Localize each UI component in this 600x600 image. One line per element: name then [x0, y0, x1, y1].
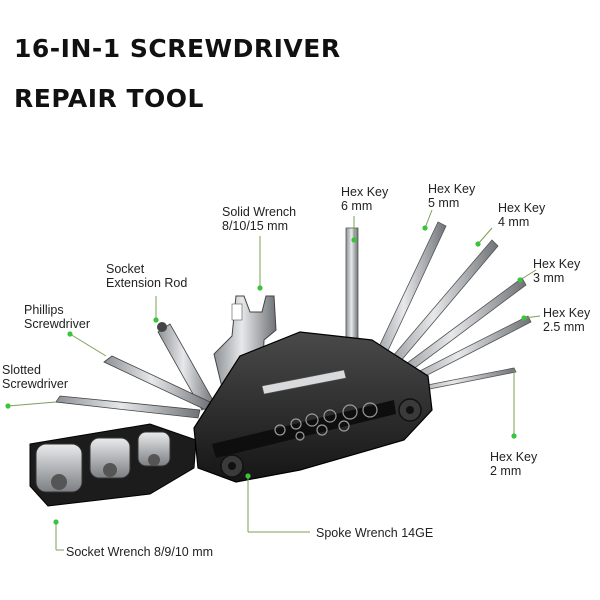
callout-hex-6-line-2: 6 mm: [341, 199, 373, 213]
callout-hex-6: Hex Key 6 mm: [341, 185, 388, 213]
callout-slotted-line-2: Screwdriver: [2, 377, 68, 391]
dot-solid-wrench: [257, 285, 263, 291]
dot-hex-5: [422, 225, 428, 231]
callout-phillips-line-1: Phillips: [24, 303, 64, 317]
dot-phillips: [67, 331, 73, 337]
callout-solid-wrench: Solid Wrench 8/10/15 mm: [222, 205, 296, 233]
title-line-2: REPAIR TOOL: [14, 84, 204, 113]
dot-slotted: [5, 403, 11, 409]
callout-hex-3-line-2: 3 mm: [533, 271, 565, 285]
callout-hex-25-line-1: Hex Key: [543, 306, 591, 320]
callout-hex-4: Hex Key 4 mm: [498, 201, 545, 229]
callout-slotted: Slotted Screwdriver: [2, 363, 68, 391]
callout-hex-2-line-1: Hex Key: [490, 450, 538, 464]
callout-hex-4-line-1: Hex Key: [498, 201, 546, 215]
dot-hex-3: [517, 277, 523, 283]
callout-spoke-wrench: Spoke Wrench 14GE: [316, 526, 433, 540]
leader-hex-3: [519, 269, 537, 281]
callout-socket-ext-line-2: Extension Rod: [106, 276, 188, 290]
leader-slotted: [7, 401, 57, 407]
callout-phillips: Phillips Screwdriver: [24, 303, 90, 331]
callout-solid-wrench-line-2: 8/10/15 mm: [222, 219, 289, 233]
callout-hex-3-line-1: Hex Key: [533, 257, 581, 271]
callout-hex-2-line-2: 2 mm: [490, 464, 522, 478]
socket-9mm: [89, 437, 131, 479]
callout-hex-5-line-1: Hex Key: [428, 182, 476, 196]
slotted-screwdriver-tool: [55, 395, 201, 419]
hex-size-markings: [274, 402, 378, 441]
solid-wrench-hole: [231, 303, 243, 321]
socket-wrench-tool: [29, 423, 197, 507]
title-line-1: 16-IN-1 SCREWDRIVER: [14, 34, 341, 63]
callout-socket-wrench: Socket Wrench 8/9/10 mm: [66, 545, 213, 559]
callout-hex-25: Hex Key 2.5 mm: [543, 306, 590, 334]
callout-slotted-line-1: Slotted: [2, 363, 41, 377]
callout-hex-2: Hex Key 2 mm: [490, 450, 537, 478]
callout-socket-wrench-line-1: Socket Wrench 8/9/10 mm: [66, 545, 214, 559]
leader-hex-5: [424, 209, 433, 229]
dot-hex-6: [351, 237, 357, 243]
socket-8mm-bore: [148, 454, 160, 466]
dot-hex-2: [511, 433, 517, 439]
dot-hex-4: [475, 241, 481, 247]
callout-hex-25-line-2: 2.5 mm: [543, 320, 585, 334]
callout-hex-3: Hex Key 3 mm: [533, 257, 580, 285]
callout-solid-wrench-line-1: Solid Wrench: [222, 205, 297, 219]
tool-handle: [193, 331, 433, 483]
callout-hex-5: Hex Key 5 mm: [428, 182, 475, 210]
callout-dots: [5, 225, 527, 525]
dot-hex-25: [521, 315, 527, 321]
leader-hex-4: [477, 227, 493, 245]
leader-phillips: [69, 333, 107, 357]
callout-hex-6-line-1: Hex Key: [341, 185, 389, 199]
callout-phillips-line-2: Screwdriver: [24, 317, 90, 331]
dot-socket-ext: [153, 317, 159, 323]
callout-socket-ext: Socket Extension Rod: [106, 262, 187, 290]
wrench-slot: [261, 369, 347, 395]
dot-socket-wrench: [53, 519, 59, 525]
leader-lines: [7, 209, 541, 551]
callout-hex-4-line-2: 4 mm: [498, 215, 530, 229]
socket-10mm: [35, 443, 83, 493]
leader-hex-25: [523, 315, 541, 319]
callout-hex-5-line-2: 5 mm: [428, 196, 460, 210]
dot-spoke: [245, 473, 251, 479]
socket-9mm-bore: [103, 463, 117, 477]
handle-groove: [212, 400, 396, 458]
socket-extension-tip: [157, 322, 167, 332]
socket-10mm-bore: [51, 474, 67, 490]
callout-spoke-wrench-line-1: Spoke Wrench 14GE: [316, 526, 434, 540]
callout-socket-ext-line-1: Socket: [106, 262, 145, 276]
